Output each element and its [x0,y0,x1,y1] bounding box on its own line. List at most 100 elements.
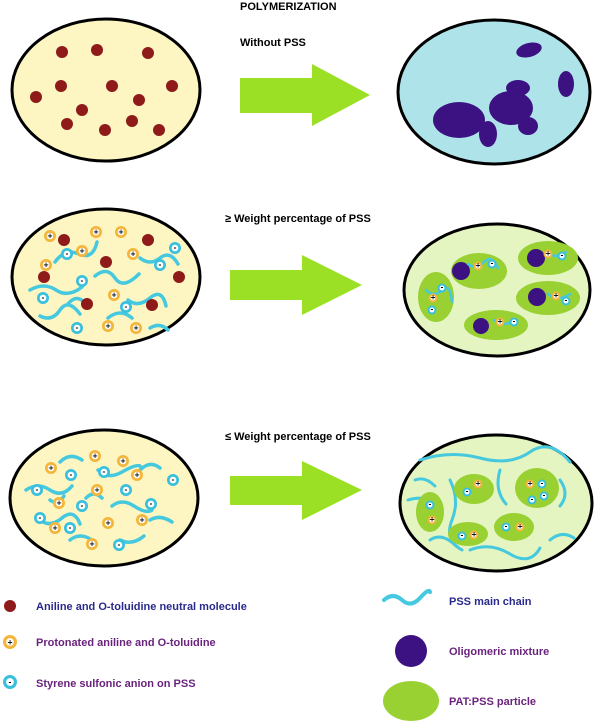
legend-sulfonic-anion-label: Styrene sulfonic anion on PSS [36,678,196,690]
sulfonic-anion: - [76,275,88,287]
protonated-monomer: + [117,455,129,467]
protonated-monomer: + [108,289,120,301]
anion-in-particle: - [427,305,437,315]
svg-text:-: - [66,250,69,258]
anion-in-particle: - [487,259,497,269]
svg-text:+: + [120,457,126,465]
row3-pss-chains [24,454,174,544]
neutral-molecule [126,115,138,127]
svg-text:+: + [139,516,145,524]
anion-in-particle: - [527,495,537,505]
neutral-molecule [142,47,154,59]
neutral-molecule [100,256,112,268]
svg-text:-: - [76,324,79,332]
svg-text:+: + [79,247,85,255]
svg-text:+: + [430,294,436,302]
svg-text:+: + [475,262,481,270]
protonated-in-particle: + [551,291,561,301]
protonated-monomer: + [131,469,143,481]
svg-text:-: - [125,303,128,311]
protonated-in-particle: + [495,317,505,327]
neutral-molecule [38,271,50,283]
svg-text:+: + [111,291,117,299]
protonated-in-particle: + [543,249,553,259]
neutral-molecule [166,80,178,92]
sulfonic-anion: - [76,500,88,512]
protonated-in-particle: + [428,293,438,303]
svg-text:+: + [48,464,54,472]
anion-in-particle: - [437,283,447,293]
svg-text:+: + [43,261,49,269]
protonated-monomer: + [102,517,114,529]
svg-text:-: - [441,284,444,292]
anion-in-particle: - [561,296,571,306]
legend-minus-ring: - [3,675,17,689]
svg-text:-: - [172,476,175,484]
neutral-molecule [30,91,42,103]
svg-text:+: + [93,228,99,236]
svg-text:-: - [431,306,434,314]
protonated-in-particle: + [473,261,483,271]
svg-text:+: + [52,524,58,532]
svg-text:+: + [130,250,136,258]
svg-text:-: - [541,480,544,488]
svg-text:+: + [89,540,95,548]
svg-text:-: - [81,502,84,510]
svg-text:+: + [56,499,62,507]
neutral-molecule [58,234,70,246]
neutral-molecule [106,80,118,92]
svg-text:-: - [491,260,494,268]
svg-text:-: - [466,488,469,496]
anion-in-particle: - [537,479,547,489]
row1-right-arrow-icon [240,64,370,126]
anion-in-particle: - [457,531,467,541]
sulfonic-anion: - [61,248,73,260]
anion-in-particle: - [501,522,511,532]
sulfonic-anion: - [65,469,77,481]
svg-text:+: + [7,638,13,646]
sulfonic-anion: - [145,498,157,510]
row1-neutral-molecules [30,44,178,136]
svg-text:-: - [9,678,12,686]
neutral-molecule [99,124,111,136]
neutral-molecule [61,118,73,130]
sulfonic-anion: - [98,466,110,478]
svg-text:-: - [81,277,84,285]
svg-text:-: - [125,486,128,494]
protonated-monomer: + [90,226,102,238]
row3-right-arrow-icon [230,461,362,520]
svg-text:-: - [543,492,546,500]
row1-oligomeric-aggregates [433,42,574,147]
svg-text:+: + [517,523,523,531]
protonated-monomer: + [86,538,98,550]
svg-text:-: - [159,261,162,269]
row2-right-arrow-icon [230,255,362,315]
row2-monomer-species: +++++++++------- [37,226,185,334]
legend-pat-pss-particle-label: PAT:PSS particle [449,696,536,708]
legend-wavy-chain-icon [382,588,432,606]
legend-plus-ring-icon: + [3,635,17,649]
svg-text:-: - [118,541,121,549]
row2-heading: ≥ Weight percentage of PSS [225,213,371,225]
svg-text:+: + [134,471,140,479]
svg-text:+: + [553,292,559,300]
neutral-molecule [146,299,158,311]
anion-in-particle: - [539,491,549,501]
title-heading: POLYMERIZATION [240,1,337,13]
svg-text:-: - [42,294,45,302]
legend-purple-disc-icon [395,635,427,667]
protonated-monomer: + [102,320,114,332]
svg-text:-: - [531,496,534,504]
row3-free-chains [406,445,576,561]
svg-text:-: - [69,524,72,532]
row3-monomer-cell [8,428,200,568]
sulfonic-anion: - [37,292,49,304]
sulfonic-anion: - [169,242,181,254]
svg-text:+: + [133,324,139,332]
neutral-molecule [76,104,88,116]
protonated-in-particle: + [473,479,483,489]
svg-text:+: + [545,250,551,258]
legend-neutral-molecule-label: Aniline and O-toluidine neutral molecule [36,601,247,613]
protonated-monomer: + [53,497,65,509]
legend-pss-chain-label: PSS main chain [449,596,532,608]
